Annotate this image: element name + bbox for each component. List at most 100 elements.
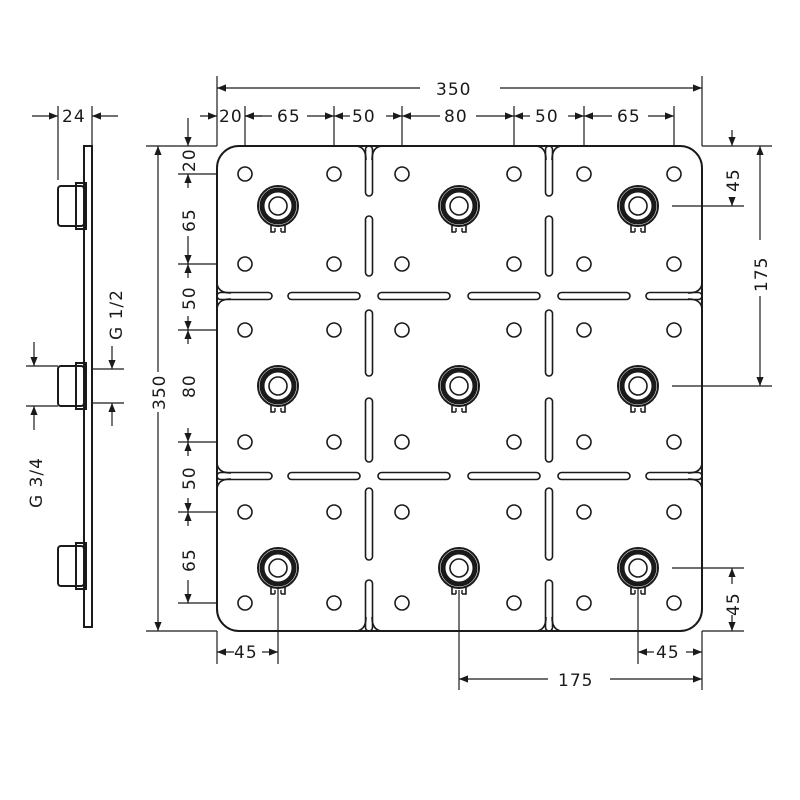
dim-label: 45: [234, 643, 258, 663]
dim-label: 350: [436, 80, 471, 100]
mounting-hole: [326, 595, 342, 611]
panel-mounting-holes: [237, 166, 682, 611]
dim-thread-g12: G 1/2: [92, 289, 127, 426]
mounting-hole: [666, 504, 682, 520]
mounting-hole: [506, 256, 522, 272]
dim-right-45-bottom: 45: [672, 567, 744, 632]
mounting-hole: [394, 595, 410, 611]
mounting-hole: [576, 322, 592, 338]
dim-label: 80: [444, 107, 468, 127]
mounting-hole: [666, 434, 682, 450]
mounting-hole: [394, 504, 410, 520]
panel-slit: [216, 471, 273, 481]
dim-label: G 1/2: [107, 289, 127, 340]
dim-label: 80: [180, 374, 200, 398]
mounting-hole: [237, 322, 253, 338]
dim-label: 50: [535, 107, 559, 127]
panel-slit: [544, 579, 554, 632]
mounting-hole: [666, 166, 682, 182]
panel-slit: [364, 487, 374, 561]
dim-label: 350: [150, 375, 170, 410]
mounting-hole: [394, 256, 410, 272]
panel-slit: [377, 291, 451, 301]
panel-slit: [645, 291, 703, 301]
mounting-hole: [506, 322, 522, 338]
panel-slit: [364, 215, 374, 277]
connector-fitting: [257, 365, 299, 413]
dim-label: 45: [724, 168, 744, 192]
mounting-hole: [666, 256, 682, 272]
mounting-hole: [506, 595, 522, 611]
panel-slit: [364, 309, 374, 377]
panel-slit: [467, 291, 541, 301]
dim-thread-g34: G 3/4: [26, 342, 58, 508]
panel-slit: [287, 291, 361, 301]
dim-right-45-top: 45: [672, 130, 744, 207]
dim-left-chain: 20 65 50 80 50 65: [178, 118, 217, 604]
mounting-hole: [666, 322, 682, 338]
dim-overall-height: 350: [146, 145, 217, 632]
panel-slit: [364, 145, 374, 197]
panel-slit: [377, 471, 451, 481]
dim-label: 65: [617, 107, 641, 127]
mounting-hole: [576, 504, 592, 520]
mounting-hole: [237, 434, 253, 450]
dim-label: 50: [352, 107, 376, 127]
mounting-hole: [576, 166, 592, 182]
dim-side-thickness: 24: [32, 106, 118, 180]
dim-bottom-175: 175: [458, 590, 703, 691]
panel-slit: [287, 471, 361, 481]
dim-bottom-45-right: 45: [637, 588, 703, 664]
mounting-hole: [326, 434, 342, 450]
mounting-hole: [237, 504, 253, 520]
panel-slit: [544, 487, 554, 561]
dim-label: 50: [180, 466, 200, 490]
mounting-hole: [394, 434, 410, 450]
mounting-hole: [237, 166, 253, 182]
connector-fitting: [257, 547, 299, 595]
dim-right-175: 175: [672, 145, 772, 387]
panel-slit: [544, 215, 554, 277]
mounting-hole: [237, 256, 253, 272]
dim-top-chain: 20 65 50 80 50 65: [200, 106, 675, 146]
dim-label: G 3/4: [27, 457, 47, 508]
connector-fitting: [438, 185, 480, 233]
connector-fitting: [617, 547, 659, 595]
mounting-hole: [506, 434, 522, 450]
dim-overall-width: 350: [216, 76, 703, 146]
side-view-fitting-middle: [57, 362, 87, 410]
connector-fitting: [617, 365, 659, 413]
mounting-hole: [326, 504, 342, 520]
dim-label: 65: [277, 107, 301, 127]
panel-slit: [364, 397, 374, 463]
dim-label: 45: [656, 643, 680, 663]
dim-label: 20: [180, 148, 200, 172]
panel-slit: [557, 471, 631, 481]
connector-fitting: [438, 547, 480, 595]
side-view-fitting-top: [57, 182, 87, 230]
dim-label: 20: [219, 107, 243, 127]
panel-slit: [544, 145, 554, 197]
mounting-hole: [326, 166, 342, 182]
panel-connectors: [257, 185, 659, 595]
mounting-hole: [576, 595, 592, 611]
panel-slit: [216, 291, 273, 301]
front-view: [216, 145, 703, 632]
mounting-hole: [326, 256, 342, 272]
panel-slit: [364, 579, 374, 632]
mounting-hole: [576, 256, 592, 272]
panel-slit: [645, 471, 703, 481]
connector-fitting: [617, 185, 659, 233]
connector-fitting: [438, 365, 480, 413]
panel-slit: [557, 291, 631, 301]
connector-fitting: [257, 185, 299, 233]
mounting-hole: [237, 595, 253, 611]
mounting-hole: [326, 322, 342, 338]
mounting-hole: [394, 322, 410, 338]
panel-slits: [216, 145, 703, 632]
panel-slit: [467, 471, 541, 481]
side-view: 24 G 3/4 G 1/2: [26, 106, 127, 628]
side-view-plate: [83, 145, 93, 628]
dim-label: 50: [180, 286, 200, 310]
dim-label: 175: [752, 257, 772, 292]
